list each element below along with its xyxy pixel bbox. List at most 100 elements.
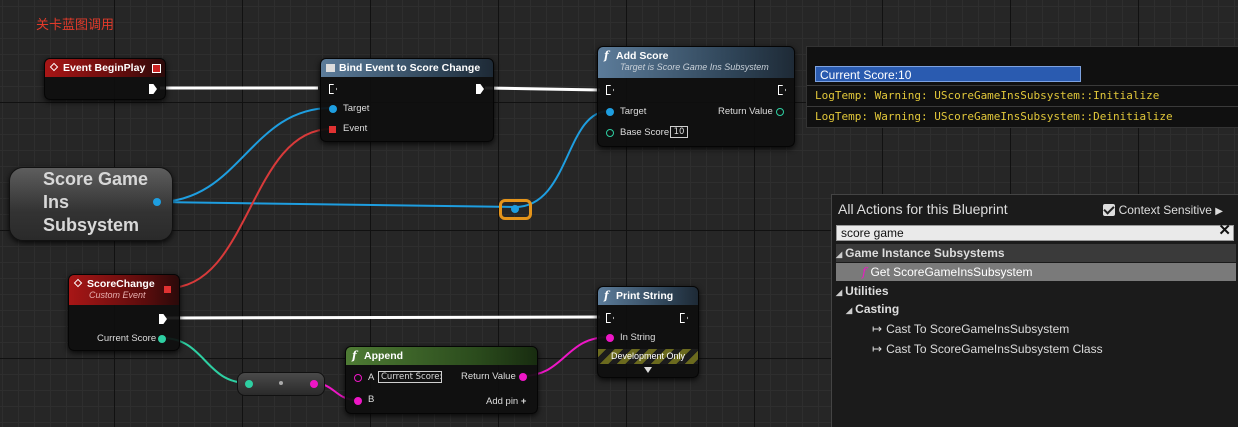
node-subtitle: Target is Score Game Ins Subsystem bbox=[620, 62, 769, 72]
category-label: Utilities bbox=[845, 284, 889, 298]
search-input[interactable]: score game ✕ bbox=[836, 222, 1234, 241]
development-only-banner: Development Only bbox=[598, 349, 698, 364]
event-begin-play-node[interactable]: Event BeginPlay bbox=[44, 58, 166, 100]
pin-label-event: Event bbox=[343, 123, 368, 134]
delegate-output-icon[interactable] bbox=[152, 64, 161, 73]
reroute-node-highlight[interactable] bbox=[499, 199, 532, 220]
print-string-node[interactable]: f Print String In String Development Onl… bbox=[597, 286, 699, 378]
a-value-field[interactable]: Current Score: bbox=[378, 371, 442, 383]
action-label: Cast To ScoreGameInsSubsystem bbox=[886, 322, 1070, 336]
in-string-input-pin[interactable] bbox=[606, 334, 614, 342]
node-title: Append bbox=[364, 350, 404, 362]
log-line-warning: LogTemp: Warning: UScoreGameInsSubsystem… bbox=[807, 106, 1238, 125]
action-label: Cast To ScoreGameInsSubsystem Class bbox=[886, 342, 1103, 356]
log-line-highlight: Current Score:10 bbox=[815, 66, 1081, 82]
object-wire bbox=[156, 107, 332, 203]
pin-label-a: A bbox=[368, 372, 375, 383]
delegate-output-pin[interactable] bbox=[164, 286, 171, 293]
event-icon bbox=[49, 62, 59, 72]
all-actions-panel[interactable]: All Actions for this Blueprint Context S… bbox=[831, 194, 1238, 427]
pin-label-return-value: Return Value bbox=[461, 371, 516, 382]
output-log-panel: ‾ ‾ ‾ ‾ ‾ ‾ ‾ ‾ ‾ Current Score:10 LogTe… bbox=[806, 46, 1238, 128]
return-value-output-pin[interactable] bbox=[519, 373, 527, 381]
a-input-pin[interactable] bbox=[354, 374, 362, 382]
pin-label-current-score: Current Score bbox=[97, 333, 157, 344]
variable-output-pin[interactable] bbox=[153, 198, 161, 206]
triangle-right-icon: ▶ bbox=[1215, 206, 1223, 217]
collapse-triangle-icon: ◢ bbox=[846, 306, 853, 315]
node-title: Bind Event to Score Change bbox=[339, 62, 481, 74]
object-wire bbox=[514, 110, 610, 208]
conversion-node[interactable] bbox=[237, 372, 325, 396]
node-header: f Append bbox=[346, 347, 537, 365]
expand-arrow-icon[interactable] bbox=[644, 367, 652, 373]
exec-input-pin[interactable] bbox=[606, 313, 614, 323]
function-icon: f bbox=[862, 265, 867, 279]
append-node[interactable]: f Append A Current Score: B Return Value… bbox=[345, 346, 538, 414]
base-score-input-pin[interactable] bbox=[606, 129, 614, 137]
actions-panel-title: All Actions for this Blueprint bbox=[838, 201, 1008, 217]
function-icon: f bbox=[604, 289, 609, 302]
b-input-pin[interactable] bbox=[354, 397, 362, 405]
exec-output-pin[interactable] bbox=[476, 84, 484, 94]
reroute-pin[interactable] bbox=[511, 205, 519, 213]
bind-event-node[interactable]: Bind Event to Score Change Target Event bbox=[320, 58, 494, 142]
graph-title-annotation: 关卡蓝图调用 bbox=[36, 18, 115, 33]
context-sensitive-label: Context Sensitive bbox=[1118, 203, 1212, 217]
exec-wire bbox=[164, 315, 601, 320]
category-game-instance-subsystems[interactable]: ◢Game Instance Subsystems bbox=[836, 244, 1236, 262]
cast-exec-icon: ↦ bbox=[872, 322, 883, 336]
collapse-triangle-icon: ◢ bbox=[836, 250, 843, 259]
action-cast-to-score-game-ins-subsystem[interactable]: ↦Cast To ScoreGameInsSubsystem bbox=[836, 320, 1236, 338]
action-cast-to-score-game-ins-subsystem-class[interactable]: ↦Cast To ScoreGameInsSubsystem Class bbox=[836, 340, 1236, 358]
event-icon bbox=[73, 278, 83, 288]
context-sensitive-toggle[interactable]: Context Sensitive ▶ bbox=[1102, 203, 1223, 217]
add-score-node[interactable]: f Add Score Target is Score Game Ins Sub… bbox=[597, 46, 795, 147]
pin-label-target: Target bbox=[343, 103, 370, 114]
base-score-value-field[interactable]: 10 bbox=[670, 126, 688, 138]
category-label: Casting bbox=[855, 302, 900, 316]
exec-input-pin[interactable] bbox=[606, 85, 614, 95]
clear-search-icon[interactable]: ✕ bbox=[1218, 222, 1231, 239]
function-icon: f bbox=[604, 49, 609, 62]
log-cut-line: ‾ ‾ ‾ ‾ ‾ ‾ ‾ ‾ ‾ bbox=[813, 47, 926, 52]
score-change-event-node[interactable]: ScoreChange Custom Event Current Score bbox=[68, 274, 180, 351]
node-header: Event BeginPlay bbox=[45, 59, 165, 77]
add-pin-button[interactable]: Add pin + bbox=[486, 396, 526, 407]
conversion-dot-icon bbox=[279, 381, 283, 385]
function-icon: f bbox=[352, 349, 357, 362]
category-utilities[interactable]: ◢Utilities bbox=[836, 282, 1236, 300]
node-subtitle: Custom Event bbox=[89, 290, 146, 300]
conversion-input-pin[interactable] bbox=[245, 380, 253, 388]
search-value: score game bbox=[841, 226, 904, 240]
current-score-output-pin[interactable] bbox=[158, 335, 166, 343]
node-header: ScoreChange Custom Event bbox=[69, 275, 179, 305]
node-title: ScoreChange bbox=[87, 278, 155, 290]
pin-label-target: Target bbox=[620, 106, 647, 117]
cast-exec-icon: ↦ bbox=[872, 342, 883, 356]
checkbox-checked-icon[interactable] bbox=[1102, 204, 1115, 216]
exec-output-pin[interactable] bbox=[778, 85, 786, 95]
node-header: f Print String bbox=[598, 287, 698, 305]
node-header: f Add Score Target is Score Game Ins Sub… bbox=[598, 47, 794, 78]
variable-label: Score Game Ins Subsystem bbox=[43, 169, 149, 235]
event-input-pin[interactable] bbox=[329, 126, 336, 133]
dev-only-label: Development Only bbox=[610, 351, 686, 361]
node-title: Print String bbox=[616, 290, 674, 302]
target-input-pin[interactable] bbox=[606, 108, 614, 116]
exec-input-pin[interactable] bbox=[329, 84, 337, 94]
delegate-wire bbox=[167, 128, 332, 289]
conversion-output-pin[interactable] bbox=[310, 380, 318, 388]
return-value-output-pin[interactable] bbox=[776, 108, 784, 116]
node-title: Event BeginPlay bbox=[63, 62, 146, 74]
exec-output-pin[interactable] bbox=[159, 314, 167, 324]
category-label: Game Instance Subsystems bbox=[845, 246, 1005, 260]
target-input-pin[interactable] bbox=[329, 105, 337, 113]
exec-output-pin[interactable] bbox=[680, 313, 688, 323]
score-game-ins-subsystem-variable-node[interactable]: Score Game Ins Subsystem bbox=[9, 167, 173, 241]
exec-output-pin[interactable] bbox=[149, 84, 157, 94]
category-casting[interactable]: ◢Casting bbox=[836, 300, 1236, 318]
